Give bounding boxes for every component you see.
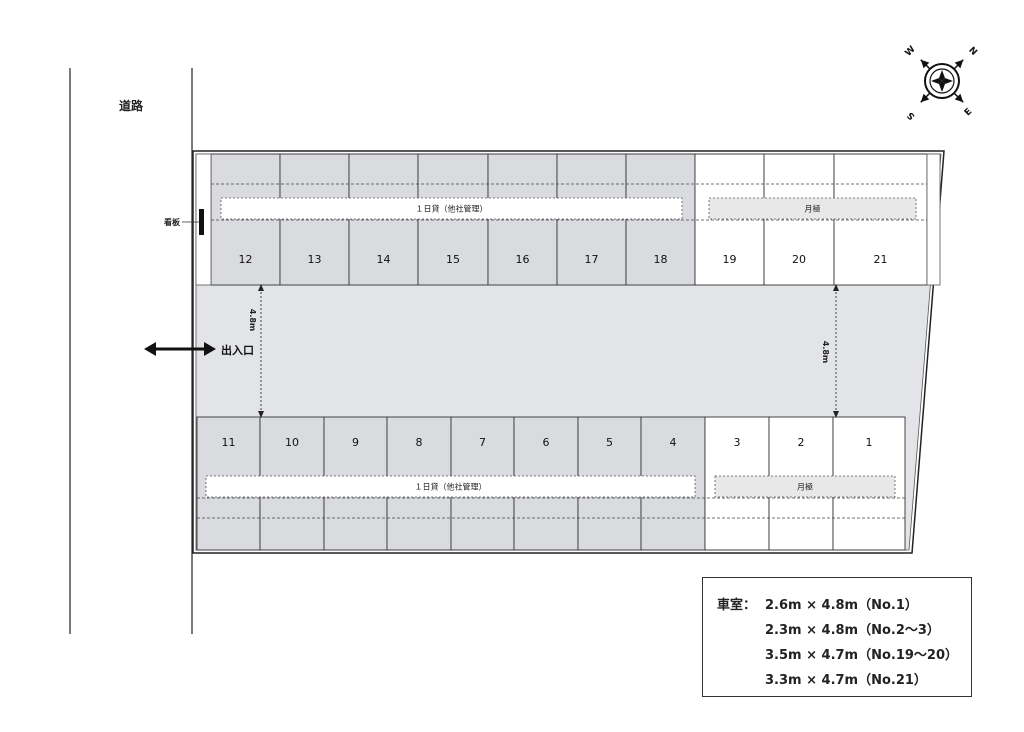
parking-space-number: 4 (670, 436, 677, 449)
aisle-width-left-label: 4.8m (248, 309, 257, 332)
monthly-rental-band-label: 月極 (805, 204, 821, 214)
signboard-marker (199, 209, 204, 235)
parking-space-18 (625, 153, 696, 286)
parking-space-number: 20 (792, 253, 806, 266)
parking-space-number: 14 (377, 253, 391, 266)
spec-line: 2.3m × 4.8m（No.2～3） (765, 623, 940, 638)
daily-rental-band-label: １日貸（他社管理） (416, 204, 488, 214)
parking-space-19 (694, 153, 765, 286)
parking-space-number: 21 (874, 253, 888, 266)
parking-space-21 (833, 153, 928, 286)
parking-space-number: 15 (446, 253, 460, 266)
parking-space-number: 5 (606, 436, 613, 449)
parking-space-number: 7 (479, 436, 486, 449)
parking-space-number: 18 (654, 253, 668, 266)
parking-space-number: 19 (723, 253, 737, 266)
compass-north-label: N (966, 45, 978, 57)
parking-space-number: 13 (308, 253, 322, 266)
parking-space-number: 11 (222, 436, 236, 449)
compass-icon: N E S W (904, 44, 979, 121)
daily-rental-band (220, 197, 683, 220)
compass-south-label: S (906, 110, 918, 122)
spec-line: 3.5m × 4.7m（No.19～20） (765, 648, 959, 663)
signboard-label: 看板 (163, 217, 181, 227)
arrow-right-icon (204, 342, 216, 356)
compass-west-label: W (904, 44, 918, 58)
parking-space-number: 1 (866, 436, 873, 449)
space-size-legend: 車室： 2.6m × 4.8m（No.1） 2.3m × 4.8m（No.2～3… (702, 577, 972, 697)
edge-strip (926, 153, 941, 286)
monthly-rental-band (708, 197, 917, 220)
entrance-label: 出入口 (221, 343, 254, 357)
parking-space-number: 10 (285, 436, 299, 449)
parking-space-13 (279, 153, 350, 286)
road-label: 道路 (119, 98, 144, 113)
aisle-dimension-left: 4.8m (248, 284, 264, 418)
spec-line: 2.6m × 4.8m（No.1） (765, 598, 918, 613)
monthly-rental-band-label: 月極 (797, 482, 813, 492)
aisle-width-right-label: 4.8m (821, 341, 830, 364)
parking-space-number: 6 (543, 436, 550, 449)
signboard: 看板 (163, 209, 204, 235)
parking-space-17 (556, 153, 627, 286)
aisle-dimension-right: 4.8m (821, 284, 839, 418)
spec-line: 3.3m × 4.7m（No.21） (765, 673, 927, 688)
daily-rental-band-label: １日貸（他社管理） (415, 482, 487, 492)
parking-space-number: 12 (239, 253, 253, 266)
parking-space-number: 9 (352, 436, 359, 449)
compass-east-label: E (963, 107, 974, 118)
parking-space-number: 2 (798, 436, 805, 449)
bottom-parking-row: 11 10 9 8 7 6 5 4 3 2 1 １日貸（他社管理） 月極 (196, 416, 906, 551)
daily-rental-band (205, 475, 696, 498)
parking-space-number: 3 (734, 436, 741, 449)
parking-space-number: 16 (516, 253, 530, 266)
entrance-arrow: 出入口 (144, 342, 254, 357)
spec-title: 車室： (717, 598, 757, 613)
road: 道路 (69, 68, 193, 634)
monthly-rental-band (714, 475, 896, 498)
parking-space-number: 8 (416, 436, 423, 449)
parking-space-number: 17 (585, 253, 599, 266)
top-parking-row: 12 13 14 15 16 17 18 19 20 21 １日貸（他社管理） 月極 (195, 153, 941, 286)
arrow-left-icon (144, 342, 156, 356)
parking-space-20 (763, 153, 835, 286)
